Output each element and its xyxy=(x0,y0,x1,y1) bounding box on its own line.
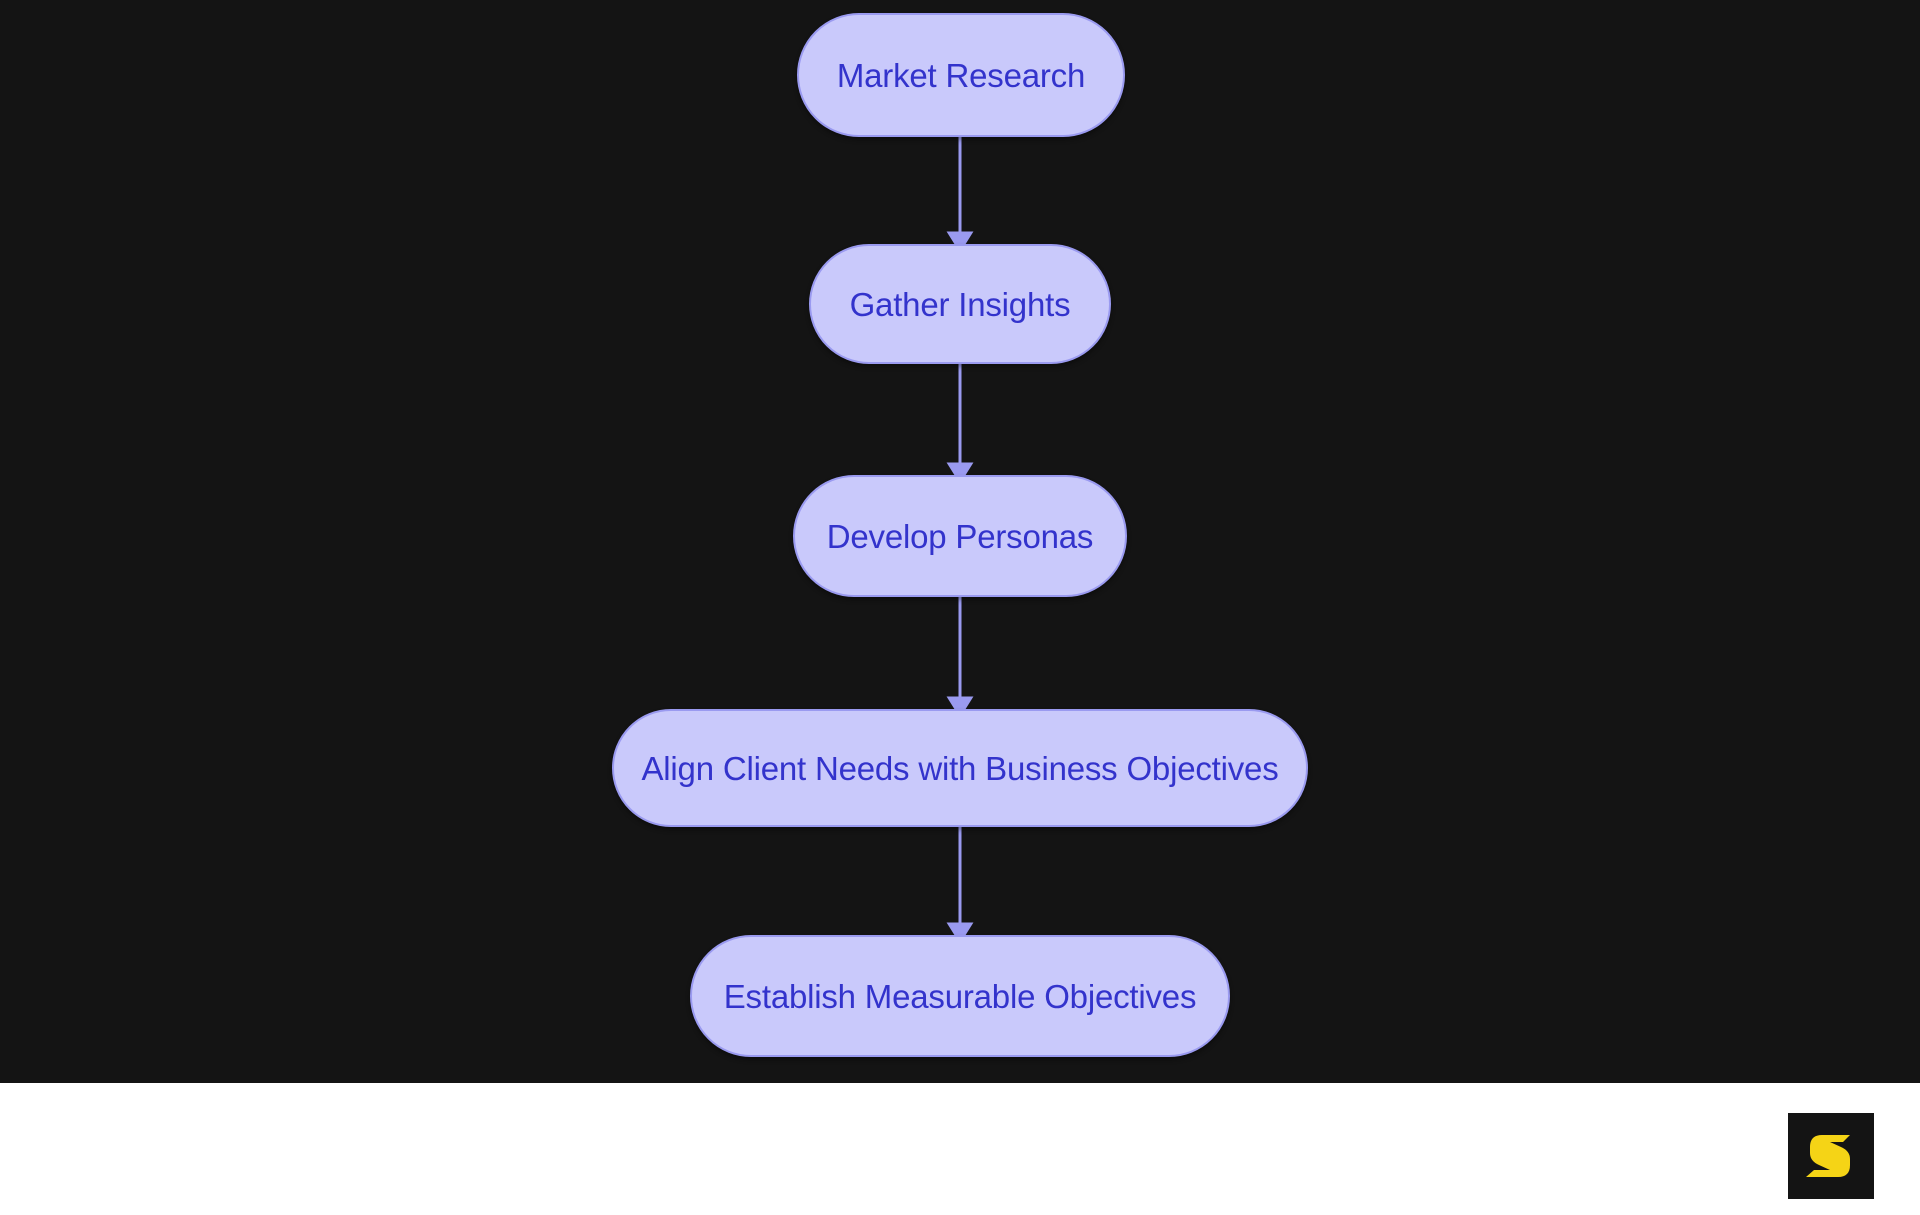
s-monogram-logo-icon xyxy=(1788,1113,1874,1199)
flow-node-develop-personas[interactable]: Develop Personas xyxy=(793,475,1127,597)
flow-node-gather-insights[interactable]: Gather Insights xyxy=(809,244,1111,364)
s-monogram-glyph xyxy=(1806,1135,1850,1177)
flow-node-label: Establish Measurable Objectives xyxy=(723,977,1197,1015)
footer-bar xyxy=(0,1083,1920,1215)
flow-node-label: Align Client Needs with Business Objecti… xyxy=(641,749,1279,787)
flow-node-establish-measurable-objectives[interactable]: Establish Measurable Objectives xyxy=(690,935,1230,1057)
diagram-stage: Market Research Gather Insights Develop … xyxy=(0,0,1920,1083)
flow-node-label: Gather Insights xyxy=(849,285,1071,323)
flow-node-align-client-needs[interactable]: Align Client Needs with Business Objecti… xyxy=(612,709,1308,827)
flow-node-label: Market Research xyxy=(836,56,1086,94)
flow-node-label: Develop Personas xyxy=(826,517,1094,555)
flow-node-market-research[interactable]: Market Research xyxy=(797,13,1125,137)
